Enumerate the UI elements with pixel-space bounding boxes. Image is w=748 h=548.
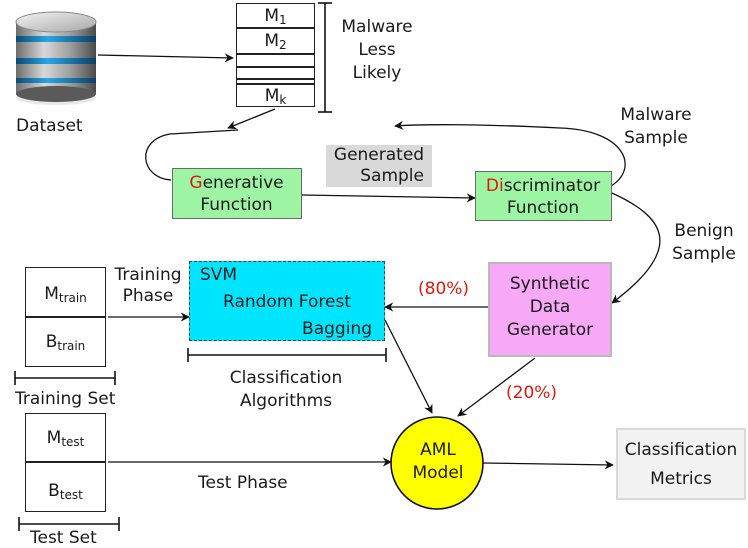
svm-label: SVM xyxy=(200,265,238,285)
dataset-label: Dataset xyxy=(16,116,83,136)
test-phase-label: Test Phase xyxy=(198,473,288,493)
m-test-box: Mtest xyxy=(25,413,106,462)
generated-sample-label: Generated Sample xyxy=(326,145,432,187)
m1-label: M xyxy=(264,6,280,26)
generative-to-discriminator-arrow xyxy=(301,193,476,203)
stack-item-m2: M2 xyxy=(236,28,315,54)
classification-metrics-box: Classification Metrics xyxy=(616,428,746,500)
dataset-to-stack-arrow xyxy=(97,53,234,63)
synthetic-data-generator-box: Synthetic Data Generator xyxy=(488,262,612,357)
aml-model-label: AML Model xyxy=(412,440,464,483)
benign-sample-label: Benign Sample xyxy=(672,221,736,264)
mk-sub: k xyxy=(279,93,287,107)
generative-line2: Function xyxy=(200,195,273,215)
generative-initial: G xyxy=(189,173,203,193)
random-forest-label: Random Forest xyxy=(223,292,351,312)
aml-to-metrics-arrow xyxy=(482,460,614,470)
stack-item-blank-3 xyxy=(236,79,315,84)
training-set-label: Training Set xyxy=(15,389,116,409)
generative-rest: enerative xyxy=(202,173,284,193)
pct-20-label: (20%) xyxy=(506,383,558,403)
stack-item-mk: Mk xyxy=(236,84,315,107)
classification-algorithms-label: Classification Algorithms xyxy=(229,368,343,411)
stack-item-m1: M1 xyxy=(236,3,315,28)
generative-loop-curve xyxy=(145,129,239,181)
malware-stack-bracket xyxy=(318,2,332,113)
test-set-bracket xyxy=(18,517,120,531)
stack-item-blank-1 xyxy=(236,54,315,67)
algorithms-bracket xyxy=(187,348,387,362)
m1-sub: 1 xyxy=(279,13,287,27)
discriminator-rest: scriminator xyxy=(503,176,601,196)
discriminator-function-box: Discriminator Function xyxy=(475,171,612,221)
b-test-box: Btest xyxy=(25,462,106,512)
stack-item-blank-2 xyxy=(236,67,315,79)
synthetic-line1: Synthetic xyxy=(509,274,591,294)
training-set-bracket xyxy=(14,371,116,385)
discriminator-initial: Di xyxy=(485,176,504,196)
database-icon xyxy=(15,11,97,105)
discriminator-line2: Function xyxy=(506,198,580,218)
stack-to-generative-arrow xyxy=(227,108,276,130)
m2-sub: 2 xyxy=(279,38,287,52)
feedback-loop-curve xyxy=(394,120,626,187)
synthetic-line3: Generator xyxy=(506,320,594,340)
malware-less-likely-label: Malware Less Likely xyxy=(341,17,413,83)
metrics-line1: Classification xyxy=(624,440,738,460)
bagging-label: Bagging xyxy=(302,319,372,339)
synthetic-to-aml-arrow xyxy=(457,357,536,417)
classifier-algorithms-box: SVM Random Forest Bagging xyxy=(189,261,385,341)
malware-sample-label: Malware Sample xyxy=(620,105,692,148)
training-phase-label: Training Phase xyxy=(114,265,182,306)
benign-sample-curve xyxy=(611,192,661,304)
classifiers-to-aml-arrow xyxy=(384,319,433,414)
m-train-box: Mtrain xyxy=(25,267,106,317)
generative-function-box: Generative Function xyxy=(172,168,302,219)
pct-80-label: (80%) xyxy=(418,279,470,299)
malware-stack: M1 M2 Mk xyxy=(236,3,315,107)
aml-model-circle xyxy=(390,416,484,510)
test-set-label: Test Set xyxy=(30,528,97,548)
b-train-box: Btrain xyxy=(25,317,106,367)
synthetic-line2: Data xyxy=(529,297,571,317)
mk-label: M xyxy=(264,86,280,106)
metrics-line2: Metrics xyxy=(650,469,712,489)
m2-label: M xyxy=(264,31,280,51)
